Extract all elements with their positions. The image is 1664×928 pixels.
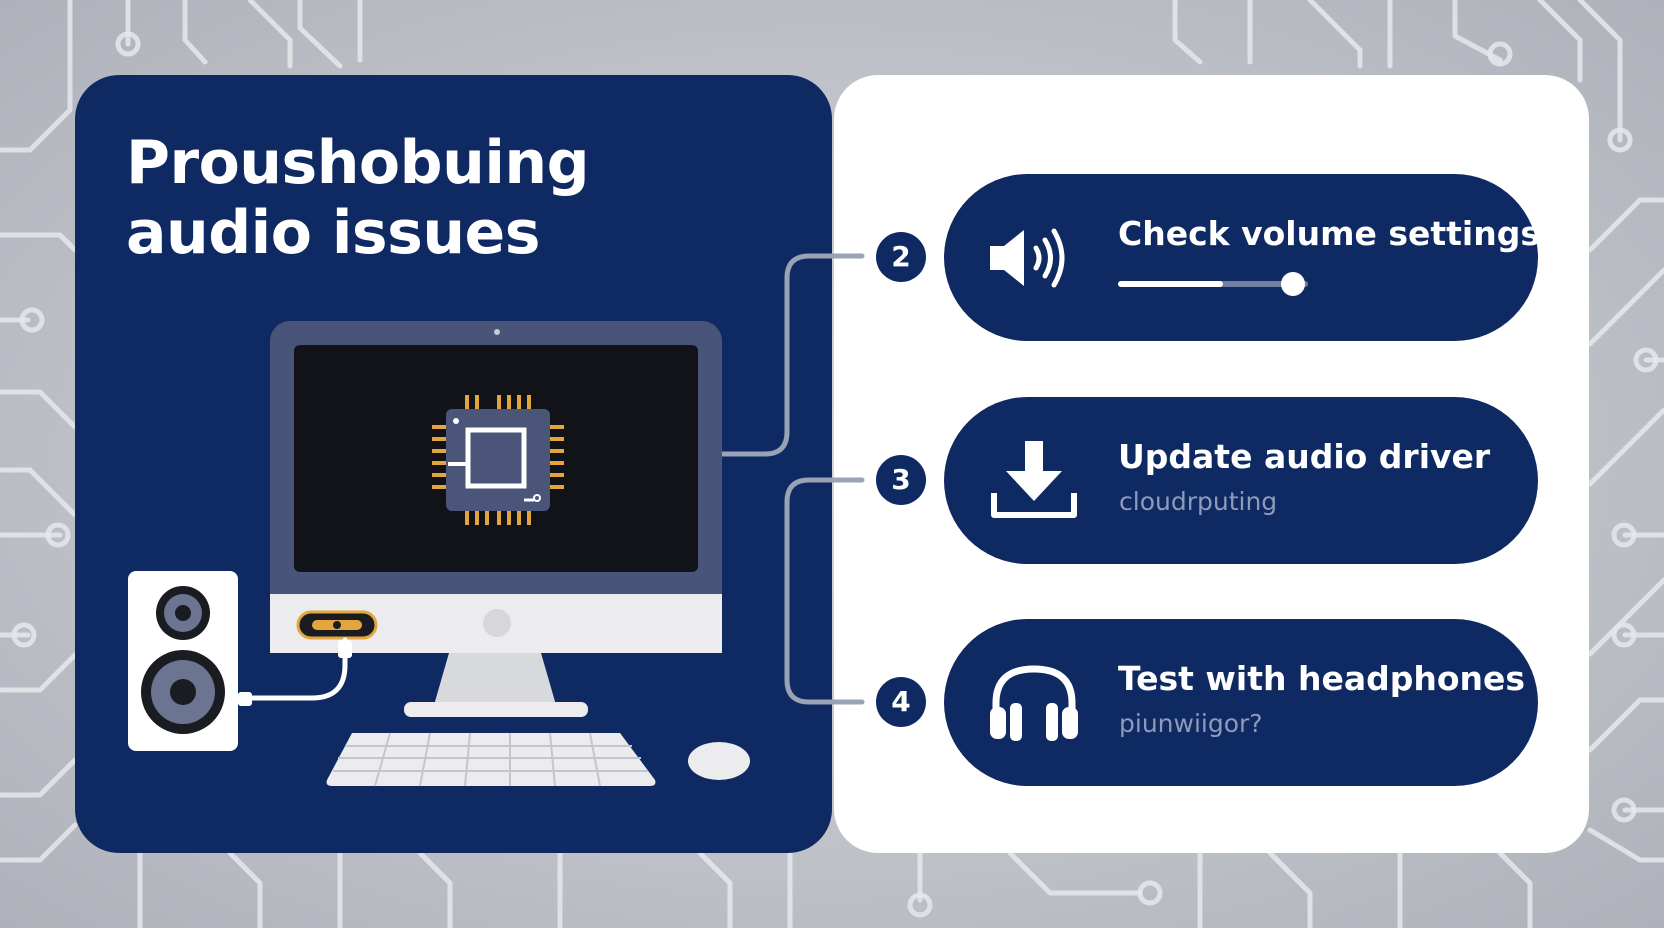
step-subtitle-headphones: piunwiigor? xyxy=(1119,709,1263,738)
download-icon xyxy=(991,441,1077,518)
keyboard-icon xyxy=(326,732,656,787)
speaker-box-icon xyxy=(128,571,252,751)
processor-chip-icon xyxy=(432,395,564,525)
headphones-icon xyxy=(990,665,1078,741)
step-card-volume[interactable]: Check volume settings xyxy=(944,174,1540,341)
title-line-1: Proushobuing xyxy=(126,128,590,198)
step-badge-2: 2 xyxy=(876,232,926,282)
audio-port-icon xyxy=(296,610,378,640)
computer-monitor-icon xyxy=(270,321,722,717)
title-line-2: audio issues xyxy=(126,198,540,268)
step-badge-3: 3 xyxy=(876,455,926,505)
volume-slider[interactable] xyxy=(1118,272,1308,296)
speaker-volume-icon xyxy=(990,228,1065,288)
step-title-volume: Check volume settings xyxy=(1118,214,1540,253)
step-title-driver: Update audio driver xyxy=(1118,437,1491,476)
audio-cable xyxy=(247,637,348,701)
slider-fill xyxy=(1118,281,1223,287)
slider-thumb[interactable] xyxy=(1280,272,1305,296)
step-badge-4: 4 xyxy=(876,677,926,727)
step-card-driver[interactable]: Update audio driver cloudrputing xyxy=(944,397,1538,564)
page-title: Proushobuing audio issues xyxy=(126,128,590,268)
mouse-icon xyxy=(688,742,750,780)
connector-lines xyxy=(719,253,865,705)
step-card-headphones[interactable]: Test with headphones piunwiigor? xyxy=(944,619,1538,786)
step-title-headphones: Test with headphones xyxy=(1118,659,1526,698)
step-subtitle-driver: cloudrputing xyxy=(1119,487,1278,516)
